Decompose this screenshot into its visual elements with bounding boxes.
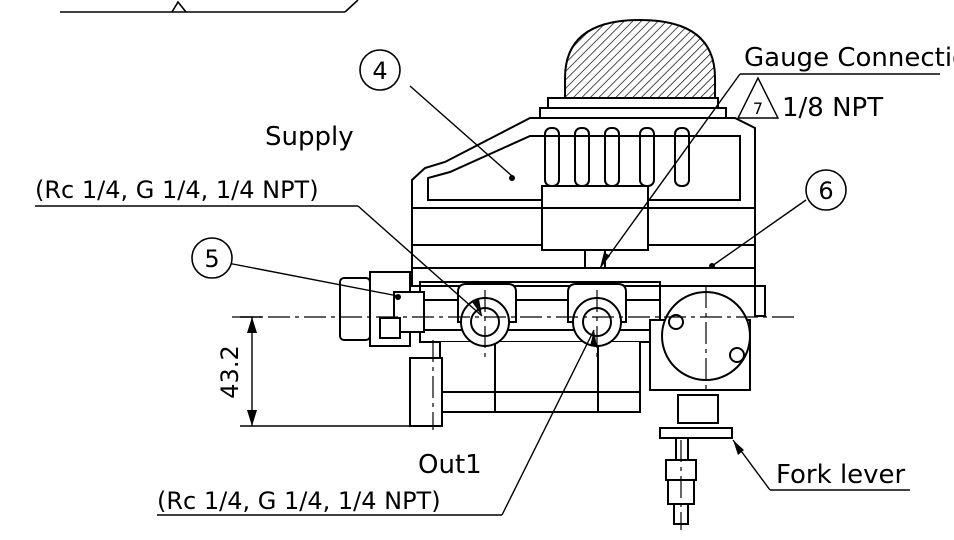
callout-4: 4 [359, 49, 401, 91]
callout-5-number: 5 [204, 245, 219, 273]
leader-lines [35, 73, 940, 516]
supply-spec: (Rc 1/4, G 1/4, 1/4 NPT) [35, 176, 319, 204]
dimension-43-2: 43.2 [216, 316, 412, 427]
fork-lever-label: Fork lever [776, 460, 906, 490]
leader-dots [395, 175, 715, 300]
top-cropped-note [60, 0, 359, 13]
supply-label: Supply [265, 122, 354, 152]
callout-5: 5 [191, 237, 233, 279]
out1-label: Out1 [418, 450, 482, 480]
arrowheads [472, 252, 744, 455]
callout-6-number: 6 [818, 177, 833, 205]
revision-triangle: 7 [736, 76, 780, 119]
dome-cap [539, 18, 727, 119]
callout-4-number: 4 [372, 57, 387, 85]
revision-number: 7 [753, 99, 763, 118]
centerlines [232, 286, 796, 530]
callout-6: 6 [805, 169, 847, 211]
out1-spec: (Rc 1/4, G 1/4, 1/4 NPT) [157, 487, 441, 515]
positioner-body [339, 117, 766, 525]
gauge-connection-label: Gauge Connection [744, 43, 954, 73]
gauge-connection-spec: 1/8 NPT [782, 93, 883, 123]
dimension-value: 43.2 [216, 345, 244, 398]
